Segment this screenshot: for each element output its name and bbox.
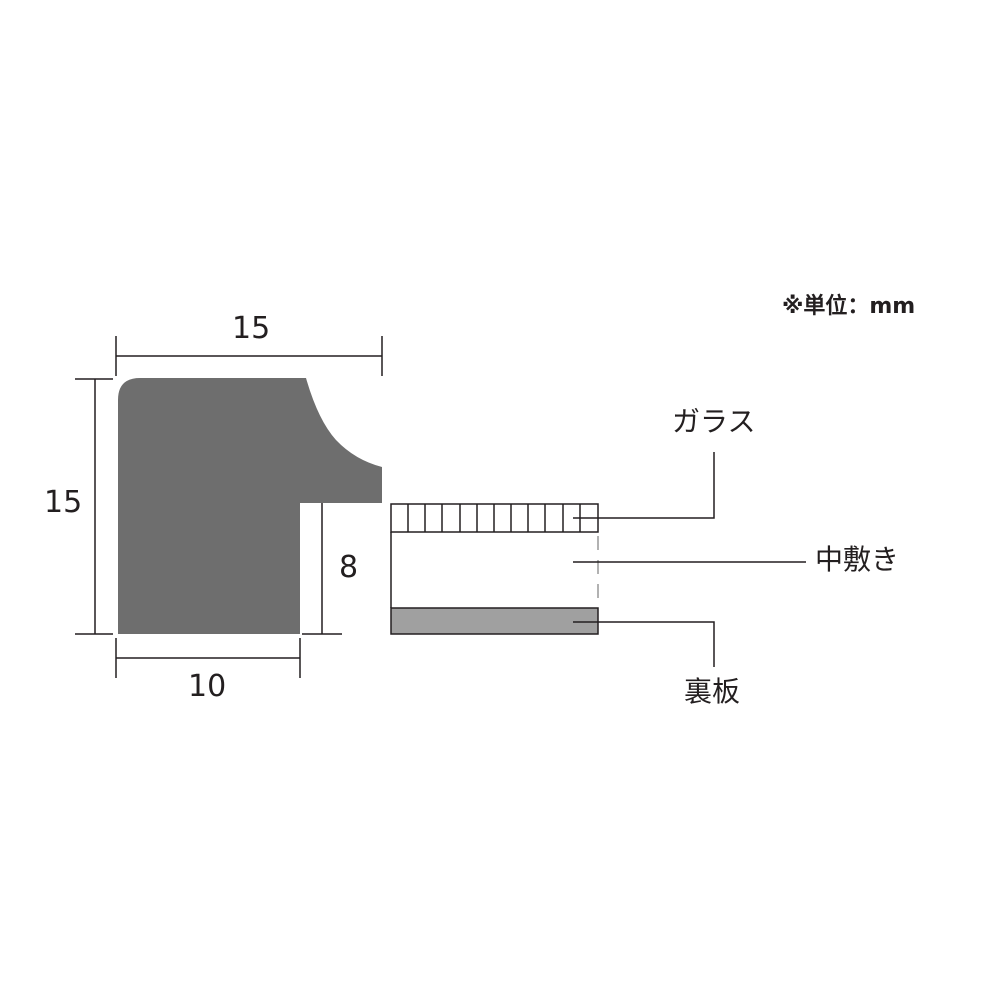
backboard-leader-line [573,621,715,667]
backboard-label: 裏板 [684,675,741,708]
backboard-layer [390,607,599,635]
top-width-label: 15 [232,311,271,346]
mat-label: 中敷き [815,543,900,576]
left-height-dimension-line [75,378,113,635]
rabbet-depth-dimension-line [302,503,342,635]
frame-profile-shape [118,378,382,634]
top-width-dimension-line [115,336,383,376]
unit-note: ※単位：mm [782,294,916,319]
glass-label: ガラス [672,405,756,438]
bottom-width-label: 10 [188,669,227,704]
bottom-width-dimension-line [115,638,301,678]
glass-layer [390,503,599,533]
left-height-label: 15 [44,485,83,520]
mat-layer [390,532,599,608]
rabbet-depth-label: 8 [339,550,359,585]
glass-leader-line [573,452,715,519]
